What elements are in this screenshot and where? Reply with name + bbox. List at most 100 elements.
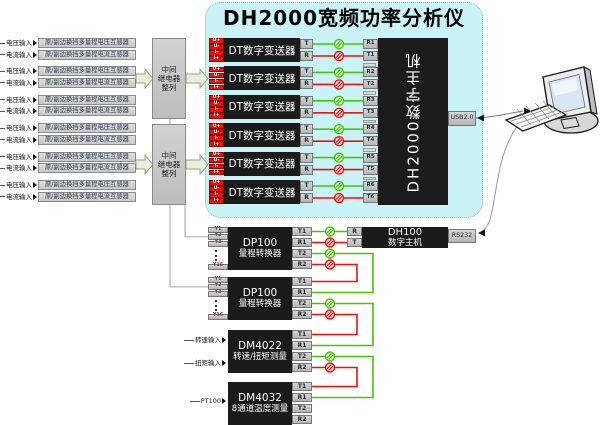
dt-terminal-ip: I+ bbox=[209, 198, 224, 204]
current-input-label-text: 电流输入 bbox=[6, 50, 32, 59]
device-port-y2: Y2 bbox=[208, 284, 228, 290]
host-port-blank bbox=[363, 176, 376, 181]
current-input-label: 电流输入 bbox=[0, 136, 37, 144]
relay-array-label: 继电器 bbox=[157, 160, 181, 169]
dt-port-r: R bbox=[300, 136, 313, 147]
input-arrow-icon bbox=[33, 79, 37, 86]
device-port-t1: T1 bbox=[292, 227, 312, 236]
device-port-t1: T1 bbox=[292, 277, 312, 286]
host-port-r6: R6 bbox=[363, 181, 378, 191]
dt-port-t: T bbox=[300, 67, 313, 78]
dt-terminal-um: U- bbox=[209, 186, 224, 192]
device-input-label-text: PT100 bbox=[200, 397, 221, 405]
device-port-r1: R1 bbox=[292, 238, 312, 247]
device-port-y3: Y3 bbox=[208, 290, 228, 297]
dt-transmitter-label: DT数字变送器 bbox=[228, 158, 296, 171]
dt-terminal-im: I- bbox=[209, 78, 224, 85]
voltage-input-label: 电压输入 bbox=[0, 39, 37, 47]
input-arrow-icon bbox=[33, 125, 37, 132]
dt-terminal-ip: I+ bbox=[209, 169, 224, 176]
device-port-y1: Y1 bbox=[208, 227, 228, 233]
device-port-r2: R2 bbox=[292, 415, 312, 424]
dt-terminal-um: U- bbox=[209, 44, 224, 50]
lead-line bbox=[0, 156, 5, 158]
dt-port-r: R bbox=[300, 79, 313, 90]
input-arrow-icon bbox=[222, 398, 226, 404]
dt-terminal-ip: I+ bbox=[209, 141, 224, 147]
current-input-label: 电流输入 bbox=[0, 193, 37, 201]
device-name: DP100 bbox=[242, 237, 278, 249]
device-input-label-text: 扭矩输入 bbox=[195, 359, 221, 367]
voltage-transformer-box: 原/副边换挡多量程电压互感器 bbox=[38, 66, 136, 77]
device-port-y1: Y1 bbox=[208, 277, 228, 283]
dt-port-t: T bbox=[300, 95, 313, 106]
dt-terminal-um: U- bbox=[209, 101, 224, 107]
device-port-t1: T1 bbox=[292, 382, 312, 391]
dh100-name: DH100 bbox=[387, 227, 423, 238]
device-input-label: 扭矩输入 bbox=[158, 359, 226, 367]
lead-line bbox=[0, 99, 5, 101]
host-port-t1: T1 bbox=[363, 51, 378, 61]
device-port-r1: R1 bbox=[292, 341, 312, 350]
lead-line bbox=[0, 82, 5, 84]
current-transformer-box: 原/副边换挡多量程电流互感器 bbox=[38, 77, 136, 88]
dt-terminal-im: I- bbox=[209, 50, 224, 56]
voltage-transformer-box: 原/副边换挡多量程电压互感器 bbox=[38, 123, 136, 134]
current-transformer-box: 原/副边换挡多量程电流互感器 bbox=[38, 134, 136, 145]
input-arrow-icon bbox=[222, 360, 226, 366]
current-input-label-text: 电流输入 bbox=[6, 164, 32, 173]
device-subtitle: 转速/扭矩测量 bbox=[233, 352, 287, 362]
lead-line bbox=[189, 400, 200, 402]
current-transformer-box: 原/副边换挡多量程电流互感器 bbox=[38, 191, 136, 202]
ellipsis-dot bbox=[215, 309, 217, 311]
input-arrow-icon bbox=[33, 182, 37, 188]
voltage-input-label-text: 电压输入 bbox=[6, 124, 32, 133]
device-port-r1: R1 bbox=[292, 288, 312, 297]
current-transformer-box: 原/副边换挡多量程电流互感器 bbox=[38, 49, 136, 60]
device-subtitle: 量程转换器 bbox=[238, 249, 282, 259]
dt-terminal-im: I- bbox=[209, 135, 224, 141]
dt-terminal-ip: I+ bbox=[209, 56, 224, 62]
ellipsis-dot bbox=[215, 304, 217, 307]
input-arrow-icon bbox=[33, 193, 37, 200]
dh100-subtitle: 数字主机 bbox=[387, 238, 422, 248]
dt-terminal-up: U+ bbox=[209, 123, 224, 129]
dt-terminal-up: U+ bbox=[209, 180, 224, 186]
dt-transmitter-label: DT数字变送器 bbox=[228, 101, 296, 114]
dt-port-r: R bbox=[300, 164, 313, 175]
dt-transmitter-label: DT数字变送器 bbox=[228, 186, 296, 199]
host-port-blank bbox=[363, 63, 376, 67]
dh100-port-r: R bbox=[347, 227, 362, 236]
current-input-label-text: 电流输入 bbox=[6, 192, 32, 201]
device-name: DP100 bbox=[242, 287, 278, 299]
relay-array-box: 中间继电器整列 bbox=[152, 124, 186, 205]
dt-port-r: R bbox=[300, 107, 313, 118]
current-input-label-text: 电流输入 bbox=[6, 78, 32, 87]
device-port-y16: Y16 bbox=[208, 264, 228, 270]
host-port-blank bbox=[363, 91, 376, 95]
voltage-transformer-box: 原/副边换挡多量程电压互感器 bbox=[38, 151, 136, 162]
dt-terminal-up: U+ bbox=[209, 151, 224, 158]
dt-transmitter-label: DT数字变送器 bbox=[228, 44, 296, 57]
dt-terminal-um: U- bbox=[209, 72, 224, 79]
input-arrow-icon bbox=[33, 108, 37, 115]
lead-line bbox=[0, 167, 5, 169]
current-input-label-text: 电流输入 bbox=[6, 135, 32, 144]
dt-port-t: T bbox=[300, 152, 313, 163]
usb-port: USB2.0 bbox=[448, 111, 476, 126]
dt-terminal-im: I- bbox=[209, 107, 224, 113]
host-port-t6: T6 bbox=[363, 193, 378, 203]
input-arrow-icon bbox=[33, 40, 37, 46]
dt-terminal-um: U- bbox=[209, 129, 224, 135]
voltage-input-label-text: 电压输入 bbox=[6, 152, 32, 161]
device-port-t2: T2 bbox=[292, 249, 312, 258]
host-port-r5: R5 bbox=[363, 152, 378, 163]
host-port-t2: T2 bbox=[363, 79, 378, 90]
input-arrow-icon bbox=[33, 153, 37, 160]
device-port-t1: T1 bbox=[292, 330, 312, 339]
device-input-label: PT100 bbox=[158, 397, 226, 405]
current-transformer-box: 原/副边换挡多量程电流互感器 bbox=[38, 106, 136, 117]
